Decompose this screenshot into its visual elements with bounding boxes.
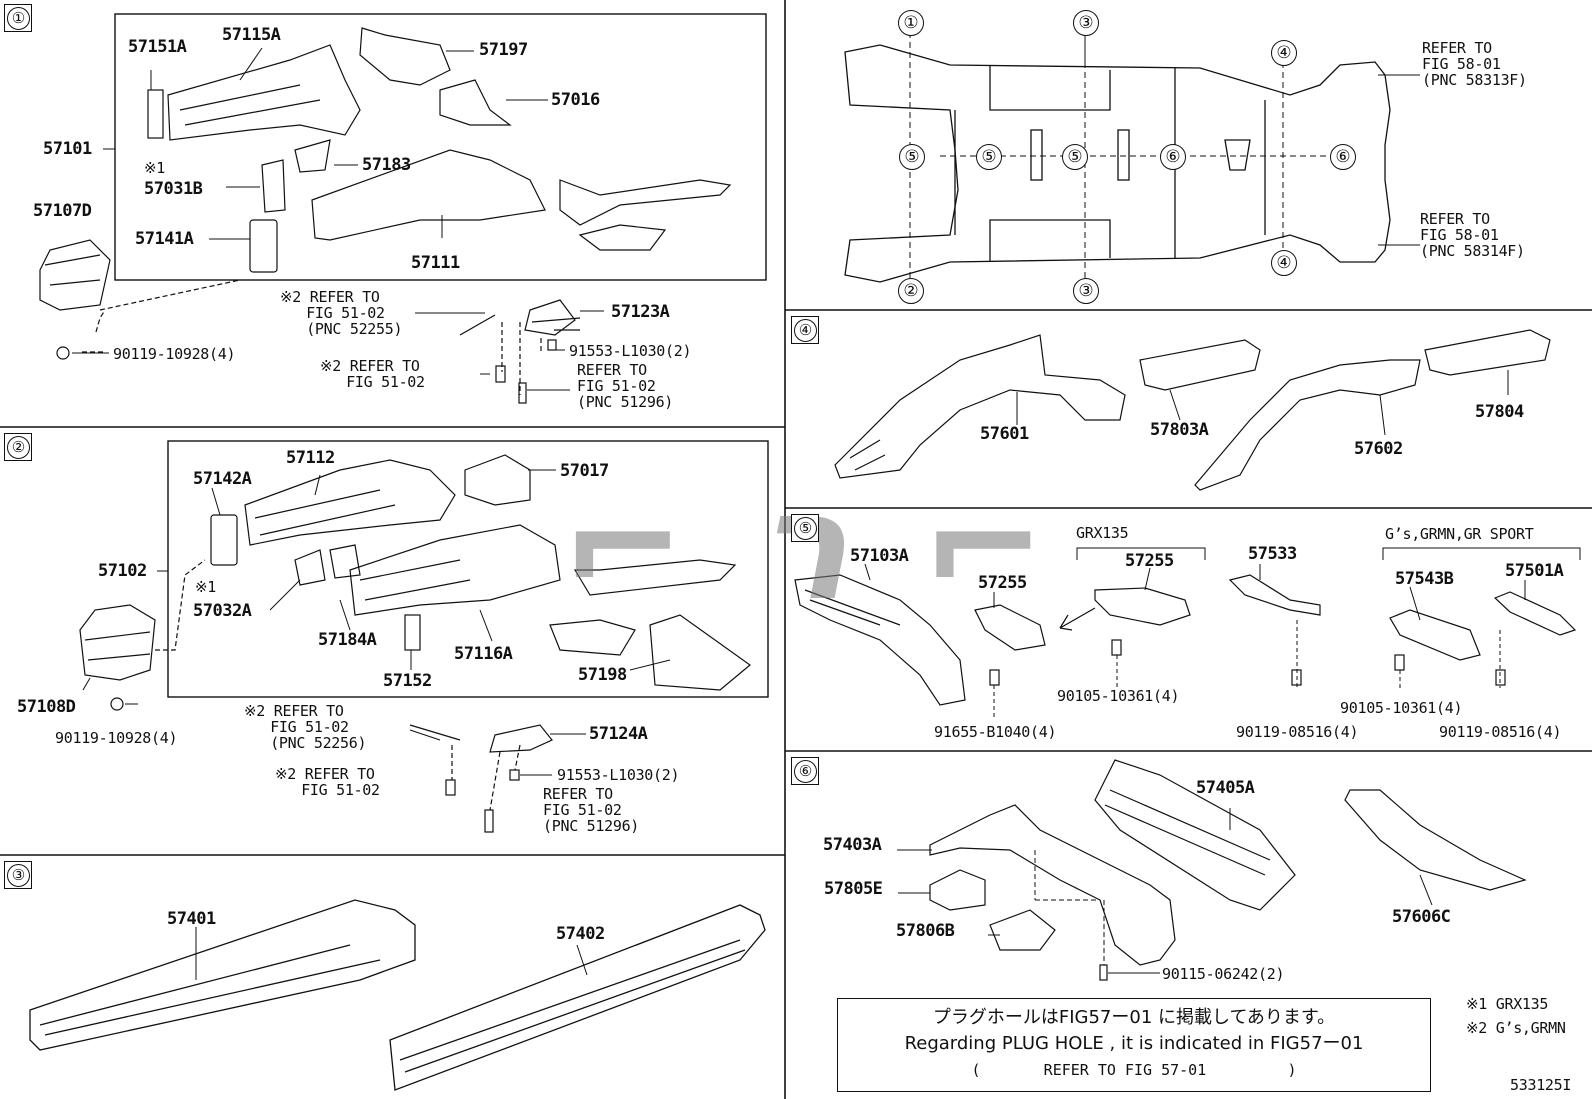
part-57103A: 57103A [850, 546, 909, 566]
overview-marker-6-b: ⑥ [1330, 144, 1356, 170]
bolt-90119-10928-s2: 90119-10928(4) [55, 729, 178, 747]
overview-marker-2: ② [898, 278, 924, 304]
note-mark-1-s2: ※1 [195, 578, 216, 596]
overview-marker-5-a: ⑤ [899, 144, 925, 170]
part-57805E: 57805E [824, 879, 883, 899]
refer-note-52255: ※2 REFER TO FIG 51-02 (PNC 52255) [280, 288, 403, 338]
part-57543B: 57543B [1395, 569, 1454, 589]
part-57602: 57602 [1354, 439, 1403, 459]
section-marker-3: ③ [4, 861, 32, 889]
overview-marker-1: ① [898, 10, 924, 36]
part-57107D: 57107D [33, 201, 92, 221]
overview-marker-5-b: ⑤ [976, 144, 1002, 170]
overview-marker-4-top: ④ [1271, 40, 1297, 66]
overview-marker-3-top: ③ [1073, 10, 1099, 36]
part-57112: 57112 [286, 448, 335, 468]
part-57123A: 57123A [611, 302, 670, 322]
bolt-90105-10361-a: 90105-10361(4) [1057, 687, 1180, 705]
part-57803A: 57803A [1150, 420, 1209, 440]
overview-marker-4-bottom: ④ [1271, 250, 1297, 276]
part-57031B: 57031B [144, 179, 203, 199]
part-57183: 57183 [362, 155, 411, 175]
part-57405A: 57405A [1196, 778, 1255, 798]
part-57124A: 57124A [589, 724, 648, 744]
part-57255-b: 57255 [1125, 551, 1174, 571]
bolt-90119-08516-b: 90119-08516(4) [1439, 723, 1562, 741]
bolt-91553-L1030-s1: 91553-L1030(2) [569, 342, 692, 360]
part-57101: 57101 [43, 139, 92, 159]
footnote-1: ※1 GRX135 [1466, 995, 1549, 1013]
part-57152: 57152 [383, 671, 432, 691]
note-mark-1: ※1 [144, 159, 165, 177]
bolt-90119-08516-a: 90119-08516(4) [1236, 723, 1359, 741]
overview-ref-top: REFER TO FIG 58-01 (PNC 58313F) [1422, 39, 1527, 89]
refer-note-51296-s2: REFER TO FIG 51-02 (PNC 51296) [543, 785, 640, 835]
bolt-90105-10361-b: 90105-10361(4) [1340, 699, 1463, 717]
part-57017: 57017 [560, 461, 609, 481]
refer-note-52256: ※2 REFER TO FIG 51-02 (PNC 52256) [244, 702, 367, 752]
bolt-91553-L1030-s2: 91553-L1030(2) [557, 766, 680, 784]
part-57401: 57401 [167, 909, 216, 929]
part-57606C: 57606C [1392, 907, 1451, 927]
part-57255-a: 57255 [978, 573, 1027, 593]
part-57115A: 57115A [222, 25, 281, 45]
part-57601: 57601 [980, 424, 1029, 444]
overview-ref-bottom: REFER TO FIG 58-01 (PNC 58314F) [1420, 210, 1525, 260]
note-japanese: プラグホールはFIG57ー01 に掲載してあります。 [932, 1007, 1336, 1028]
part-57197: 57197 [479, 40, 528, 60]
refer-note-51-02-s1: ※2 REFER TO FIG 51-02 [320, 357, 425, 391]
section-marker-4: ④ [791, 316, 819, 344]
part-57142A: 57142A [193, 469, 252, 489]
part-57111: 57111 [411, 253, 460, 273]
section-marker-2: ② [4, 433, 32, 461]
section-marker-1: ① [4, 4, 32, 32]
footnote-2: ※2 G’s,GRMN [1466, 1019, 1566, 1037]
note-refer: ( REFER TO FIG 57-01 ) [971, 1061, 1297, 1079]
part-57016: 57016 [551, 90, 600, 110]
part-57102: 57102 [98, 561, 147, 581]
part-57032A: 57032A [193, 601, 252, 621]
variant-label-gs-grmn: G’s,GRMN,GR SPORT [1385, 525, 1534, 543]
part-57806B: 57806B [896, 921, 955, 941]
part-57533: 57533 [1248, 544, 1297, 564]
part-57184A: 57184A [318, 630, 377, 650]
overview-marker-6-a: ⑥ [1160, 144, 1186, 170]
bolt-90119-10928-s1: 90119-10928(4) [113, 345, 236, 363]
note-english: Regarding PLUG HOLE , it is indicated in… [904, 1033, 1364, 1054]
part-57198: 57198 [578, 665, 627, 685]
part-57402: 57402 [556, 924, 605, 944]
section-marker-5: ⑤ [791, 514, 819, 542]
plug-hole-note: プラグホールはFIG57ー01 に掲載してあります。 Regarding PLU… [837, 998, 1431, 1092]
figure-code: 533125I [1510, 1076, 1572, 1094]
watermark-logo: ⌐ ר ⌐ [560, 460, 1057, 634]
part-57501A: 57501A [1505, 561, 1564, 581]
bolt-91655-B1040: 91655-B1040(4) [934, 723, 1057, 741]
part-57403A: 57403A [823, 835, 882, 855]
refer-note-51296-s1: REFER TO FIG 51-02 (PNC 51296) [577, 361, 674, 411]
section-marker-6: ⑥ [791, 757, 819, 785]
part-57151A: 57151A [128, 37, 187, 57]
overview-marker-5-c: ⑤ [1062, 144, 1088, 170]
variant-label-grx135: GRX135 [1076, 524, 1129, 542]
part-57116A: 57116A [454, 644, 513, 664]
refer-note-51-02-s2: ※2 REFER TO FIG 51-02 [275, 765, 380, 799]
part-57804: 57804 [1475, 402, 1524, 422]
part-57141A: 57141A [135, 229, 194, 249]
part-57108D: 57108D [17, 697, 76, 717]
bolt-90115-06242: 90115-06242(2) [1162, 965, 1285, 983]
overview-marker-3-bottom: ③ [1073, 278, 1099, 304]
